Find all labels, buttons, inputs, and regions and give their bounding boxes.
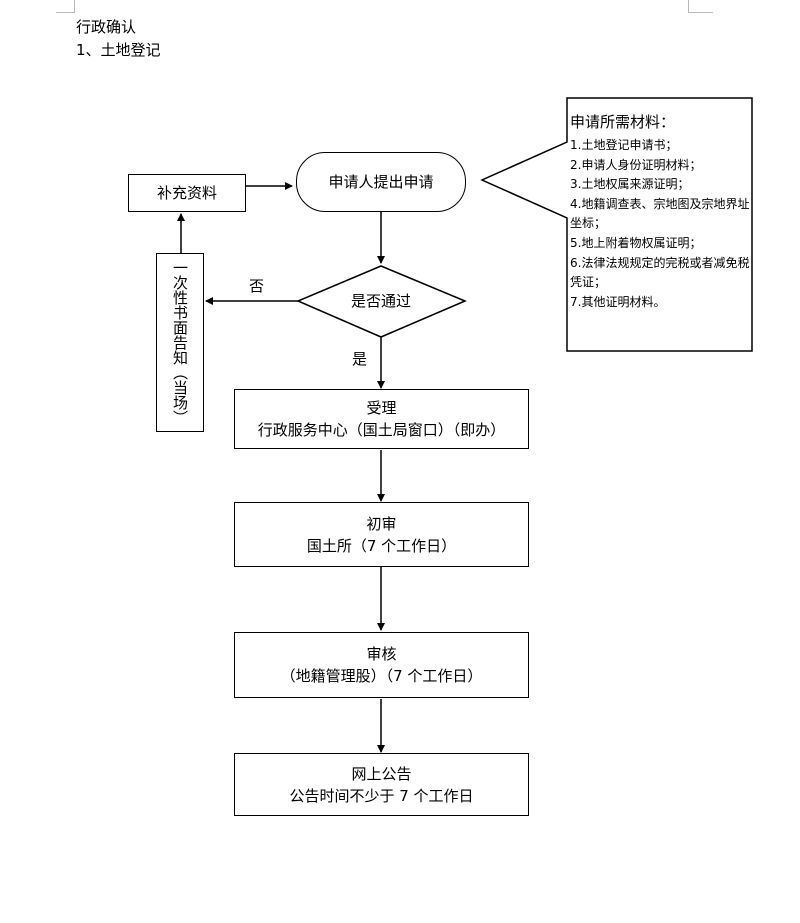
materials-title: 申请所需材料： — [570, 113, 676, 131]
decision-diamond — [296, 265, 467, 338]
materials-item: 5.地上附着物权属证明； — [570, 235, 702, 250]
materials-item: 3.土地权属来源证明； — [570, 177, 690, 192]
notice-label: 一次性书面告知（当场） — [171, 260, 189, 425]
materials-item: 7.其他证明材料。 — [570, 294, 666, 309]
step-audit-title: 审核 — [366, 645, 397, 663]
materials-item: 4.地籍调查表、宗地图及宗地界址坐标； — [570, 196, 750, 231]
decision-label: 是否通过 — [350, 292, 411, 310]
start-node: 申请人提出申请 — [296, 152, 466, 212]
materials-callout: 申请所需材料： 1.土地登记申请书； 2.申请人身份证明材料； 3.土地权属来源… — [570, 110, 752, 312]
section-heading: 行政确认 — [76, 18, 137, 36]
step-publish: 网上公告 公告时间不少于 7 个工作日 — [234, 753, 529, 816]
step-initial-title: 初审 — [366, 514, 397, 533]
step-audit-detail: （地籍管理股）（7 个工作日） — [280, 667, 483, 685]
step-publish-detail: 公告时间不少于 7 个工作日 — [289, 786, 474, 805]
step-accept-title: 受理 — [366, 399, 397, 417]
supplement-box: 补充资料 — [128, 174, 246, 212]
step-audit: 审核 （地籍管理股）（7 个工作日） — [234, 632, 529, 698]
supplement-label: 补充资料 — [156, 184, 217, 202]
no-branch-label: 否 — [249, 277, 265, 295]
subsection-heading: 1、土地登记 — [76, 41, 161, 59]
crop-mark-right — [688, 0, 713, 13]
materials-item: 1.土地登记申请书； — [570, 138, 678, 152]
step-accept: 受理 行政服务中心（国土局窗口）（即办） — [234, 389, 529, 449]
step-accept-detail: 行政服务中心（国土局窗口）（即办） — [257, 421, 506, 439]
start-node-label: 申请人提出申请 — [328, 173, 434, 191]
yes-branch-label: 是 — [352, 350, 368, 368]
materials-callout-shape — [480, 97, 753, 352]
materials-item: 6.法律法规规定的完税或者减免税凭证； — [570, 255, 750, 290]
crop-mark-left — [56, 0, 75, 13]
step-initial-review: 初审 国土所（7 个工作日） — [234, 502, 529, 567]
step-initial-detail: 国土所（7 个工作日） — [306, 536, 457, 555]
materials-item: 2.申请人身份证明材料； — [570, 157, 702, 172]
notice-box: 一次性书面告知（当场） — [156, 253, 204, 432]
step-publish-title: 网上公告 — [351, 764, 412, 783]
